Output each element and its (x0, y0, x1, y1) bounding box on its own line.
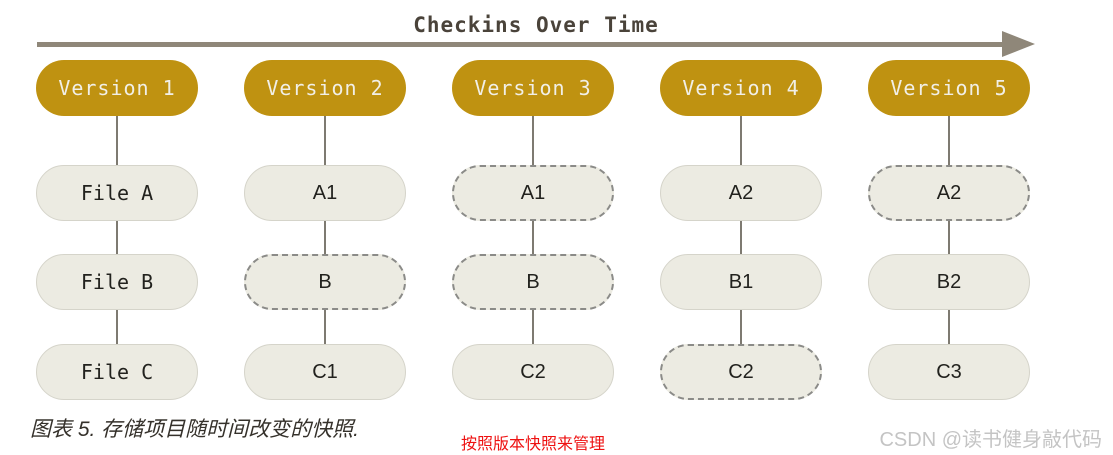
version-column-5: Version 5 A2 B2 C3 (868, 60, 1030, 400)
red-annotation: 按照版本快照来管理 (461, 436, 606, 453)
version-node: Version 1 (36, 60, 198, 116)
file-node: A1 (244, 165, 406, 221)
connector-line (532, 88, 534, 376)
file-node: B2 (868, 254, 1030, 310)
file-node: C1 (244, 344, 406, 400)
figure-caption: 图表 5. 存储项目随时间改变的快照. (30, 418, 360, 441)
diagram-title: Checkins Over Time (413, 13, 659, 37)
file-node: C2 (660, 344, 822, 400)
file-node: A2 (868, 165, 1030, 221)
version-node: Version 2 (244, 60, 406, 116)
version-node: Version 3 (452, 60, 614, 116)
connector-line (740, 88, 742, 376)
version-node: Version 5 (868, 60, 1030, 116)
csdn-watermark: CSDN @读书健身敲代码 (879, 429, 1102, 451)
version-column-3: Version 3 A1 B C2 (452, 60, 614, 400)
file-node: B1 (660, 254, 822, 310)
file-node: A1 (452, 165, 614, 221)
connector-line (324, 88, 326, 376)
file-node: A2 (660, 165, 822, 221)
connector-line (948, 88, 950, 376)
version-column-1: Version 1 File A File B File C (36, 60, 198, 400)
file-node: B (244, 254, 406, 310)
file-node: B (452, 254, 614, 310)
timeline-arrow-shaft (37, 42, 1003, 47)
version-node: Version 4 (660, 60, 822, 116)
timeline-arrowhead-icon (1002, 31, 1035, 57)
file-node: File C (36, 344, 198, 400)
file-node: C2 (452, 344, 614, 400)
version-column-4: Version 4 A2 B1 C2 (660, 60, 822, 400)
file-node: File B (36, 254, 198, 310)
version-column-2: Version 2 A1 B C1 (244, 60, 406, 400)
connector-line (116, 88, 118, 376)
file-node: File A (36, 165, 198, 221)
file-node: C3 (868, 344, 1030, 400)
